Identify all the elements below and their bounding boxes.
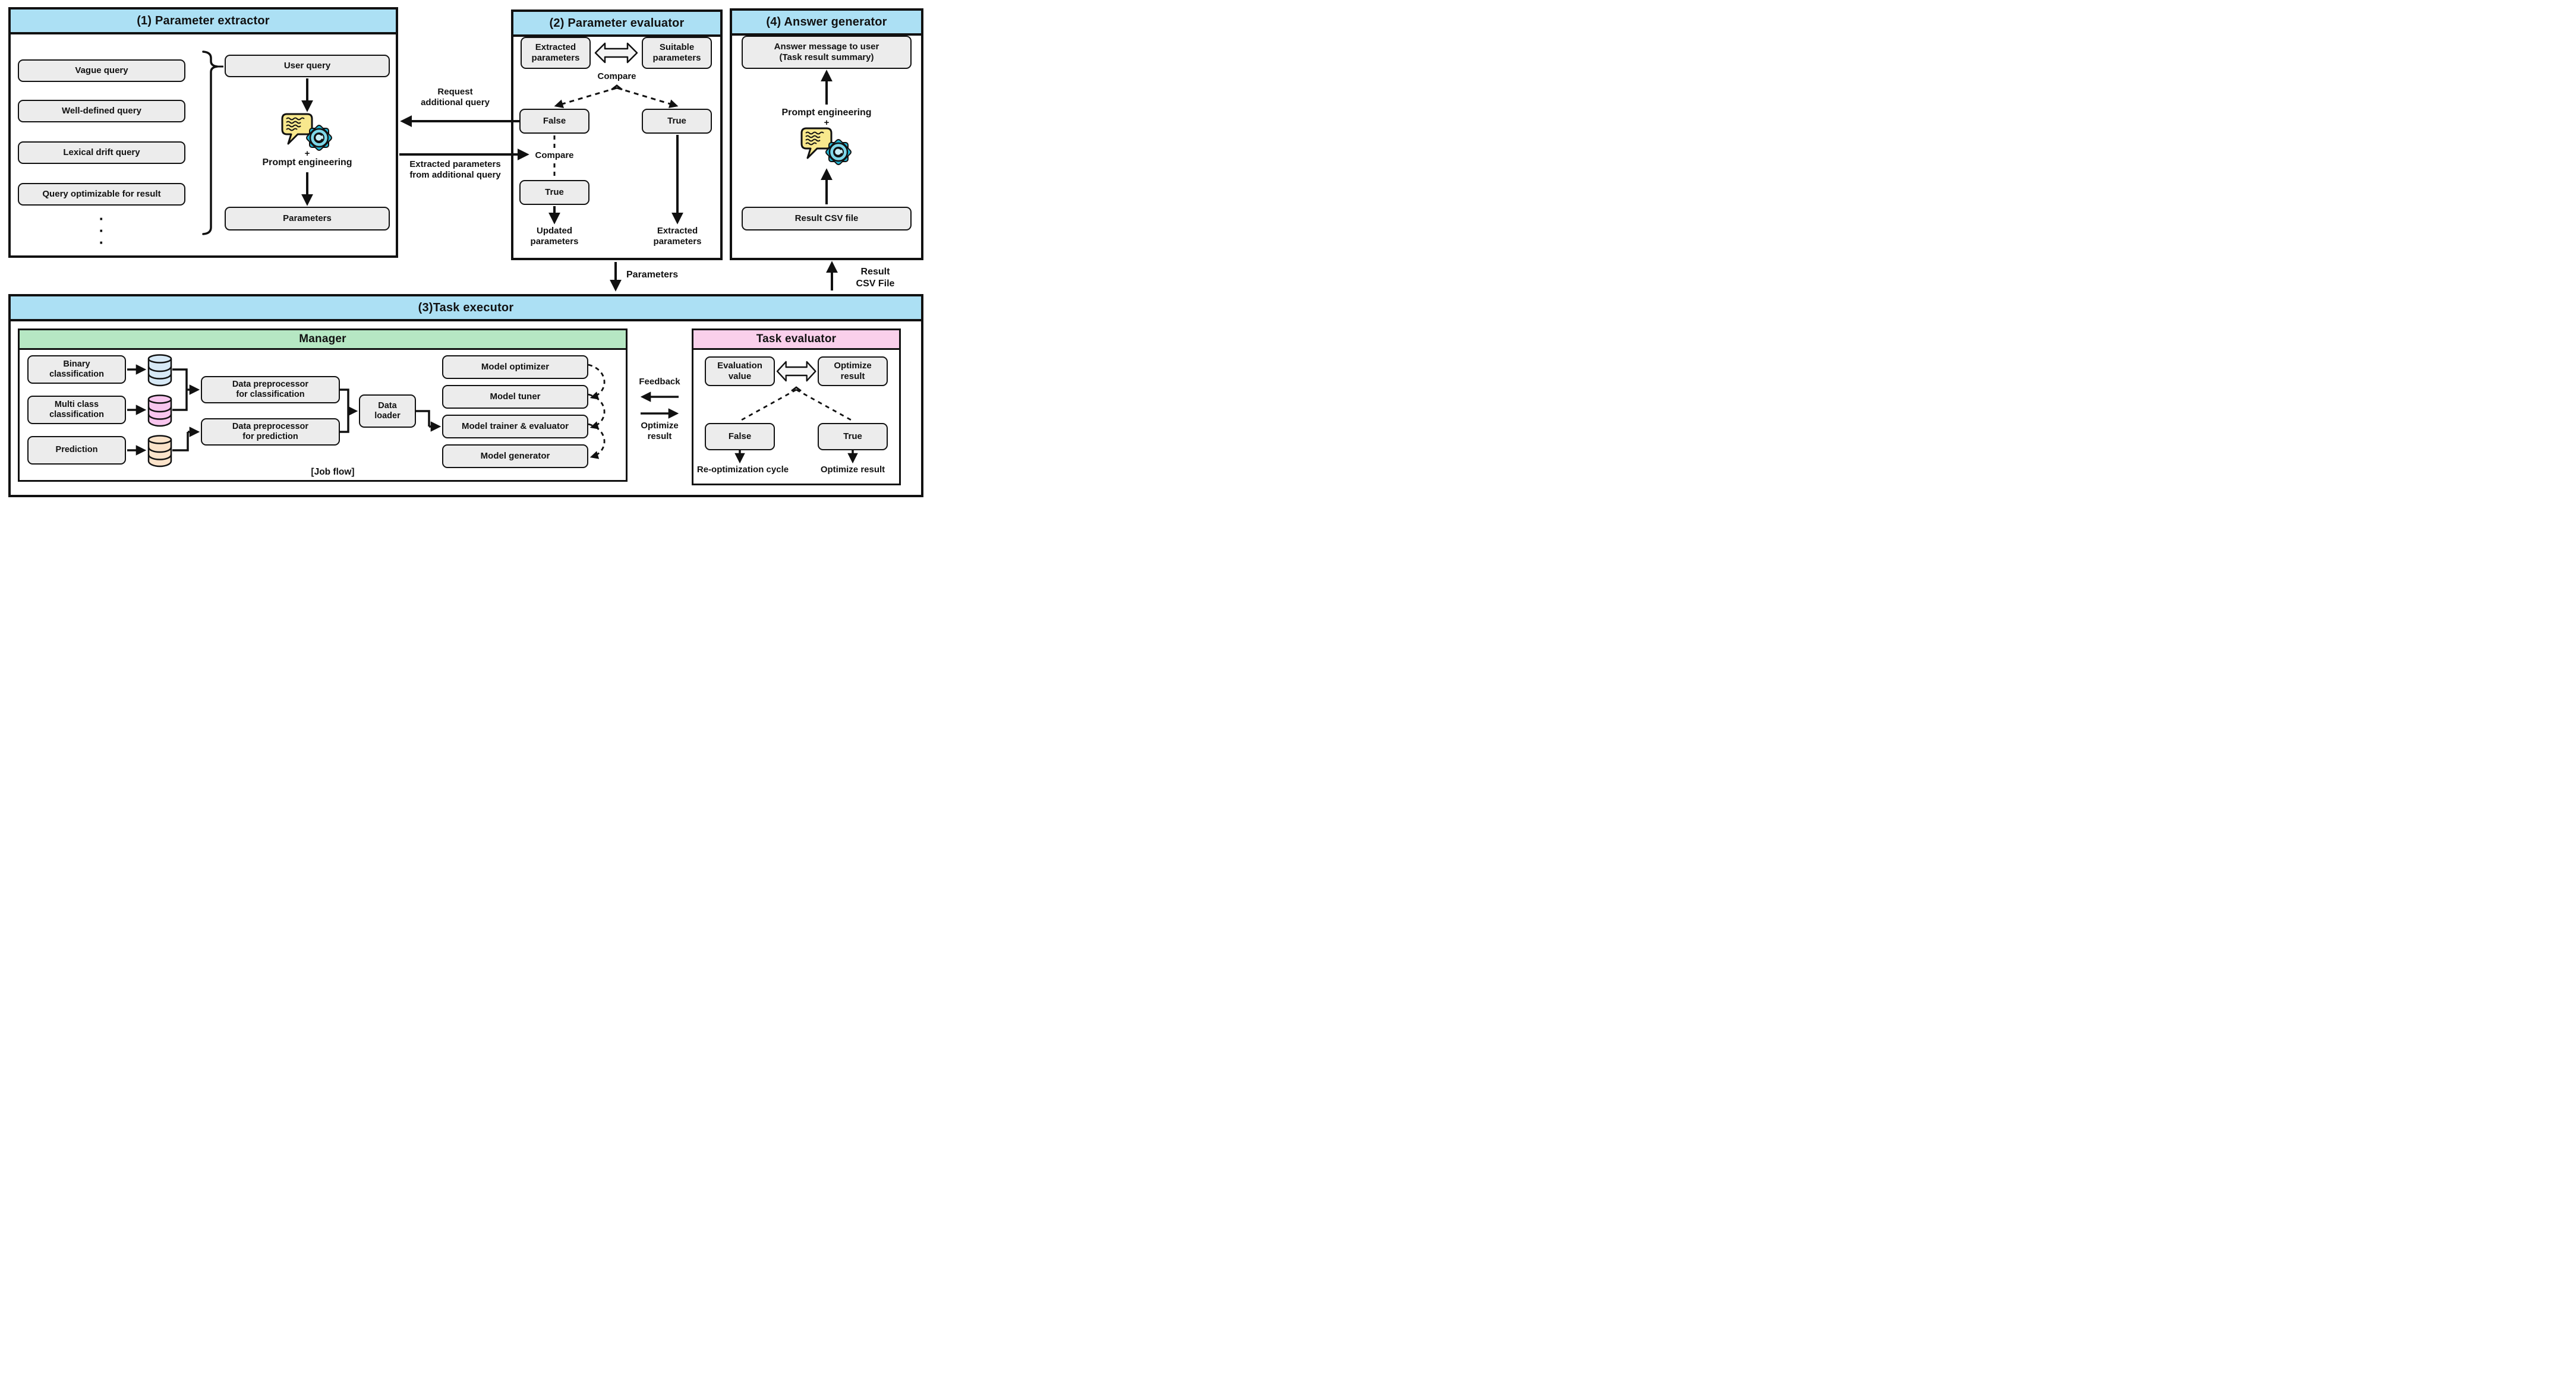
task-eval-true-box: True xyxy=(818,423,888,450)
query-type-optimizable: Query optimizable for result xyxy=(18,183,185,206)
suitable-parameters-box: Suitable parameters xyxy=(642,37,712,69)
panel-parameter-evaluator-title: (2) Parameter evaluator xyxy=(549,16,685,30)
query-type-lexical-drift: Lexical drift query xyxy=(18,141,185,164)
optimize-result-flow-label: Optimize result xyxy=(641,421,679,442)
prompt-engineering-label-2: Prompt engineering xyxy=(781,108,872,118)
compare-label-mid: Compare xyxy=(535,150,574,160)
feedback-label: Feedback xyxy=(639,377,680,387)
panel-parameter-extractor-title: (1) Parameter extractor xyxy=(137,14,270,27)
query-type-vague: Vague query xyxy=(18,59,185,82)
extracted-from-additional-label: Extracted parameters from additional que… xyxy=(409,159,501,181)
request-additional-query-label: Request additional query xyxy=(421,87,490,108)
task-binary-classification: Binary classification xyxy=(27,355,126,384)
panel-parameter-extractor-header: (1) Parameter extractor xyxy=(11,10,396,34)
panel-parameter-evaluator-header: (2) Parameter evaluator xyxy=(513,12,720,37)
compare-label-top: Compare xyxy=(597,71,636,81)
result-csv-file-flow-label: Result CSV File xyxy=(856,267,895,289)
panel-task-executor-header: (3)Task executor xyxy=(11,296,921,321)
true-box: True xyxy=(642,109,712,134)
result-csv-box: Result CSV file xyxy=(742,207,912,230)
optimize-result-box: Optimize result xyxy=(818,356,888,386)
extracted-parameters-out-label: Extracted parameters xyxy=(653,226,702,247)
task-prediction: Prediction xyxy=(27,436,126,465)
model-generator-box: Model generator xyxy=(442,444,588,468)
plus-label-1: + xyxy=(304,149,310,159)
preprocessor-classification-box: Data preprocessor for classification xyxy=(201,376,340,403)
updated-parameters-label: Updated parameters xyxy=(530,226,579,247)
false-box: False xyxy=(519,109,589,134)
query-list-ellipsis: · · · xyxy=(99,210,105,251)
model-optimizer-box: Model optimizer xyxy=(442,355,588,379)
panel-task-executor-title: (3)Task executor xyxy=(418,301,514,314)
parameters-flow-label: Parameters xyxy=(626,270,679,280)
data-loader-box: Data loader xyxy=(359,394,416,428)
answer-message-box: Answer message to user (Task result summ… xyxy=(742,36,912,69)
task-evaluator-header: Task evaluator xyxy=(693,330,899,350)
panel-parameter-evaluator: (2) Parameter evaluator xyxy=(511,10,723,260)
parameters-box: Parameters xyxy=(225,207,390,230)
prompt-engineering-label-1: Prompt engineering xyxy=(262,157,352,168)
query-type-well-defined: Well-defined query xyxy=(18,100,185,122)
plus-label-2: + xyxy=(824,118,830,128)
preprocessor-prediction-box: Data preprocessor for prediction xyxy=(201,418,340,446)
user-query-box: User query xyxy=(225,55,390,77)
reoptimization-cycle-label: Re-optimization cycle xyxy=(696,465,789,475)
true-mid-box: True xyxy=(519,180,589,205)
job-flow-label: [Job flow] xyxy=(311,467,355,477)
task-eval-false-box: False xyxy=(705,423,775,450)
panel-answer-generator-header: (4) Answer generator xyxy=(732,11,921,36)
optimize-result-out-label: Optimize result xyxy=(820,465,885,475)
manager-header: Manager xyxy=(20,330,626,350)
architecture-diagram: (1) Parameter extractor (2) Parameter ev… xyxy=(0,0,932,505)
extracted-parameters-box: Extracted parameters xyxy=(521,37,591,69)
model-trainer-evaluator-box: Model trainer & evaluator xyxy=(442,415,588,438)
manager-title: Manager xyxy=(299,333,346,345)
task-multi-classification: Multi class classification xyxy=(27,396,126,424)
evaluation-value-box: Evaluation value xyxy=(705,356,775,386)
task-evaluator-title: Task evaluator xyxy=(756,333,837,345)
panel-answer-generator-title: (4) Answer generator xyxy=(766,15,887,29)
task-evaluator-box: Task evaluator xyxy=(692,329,901,485)
model-tuner-box: Model tuner xyxy=(442,385,588,409)
